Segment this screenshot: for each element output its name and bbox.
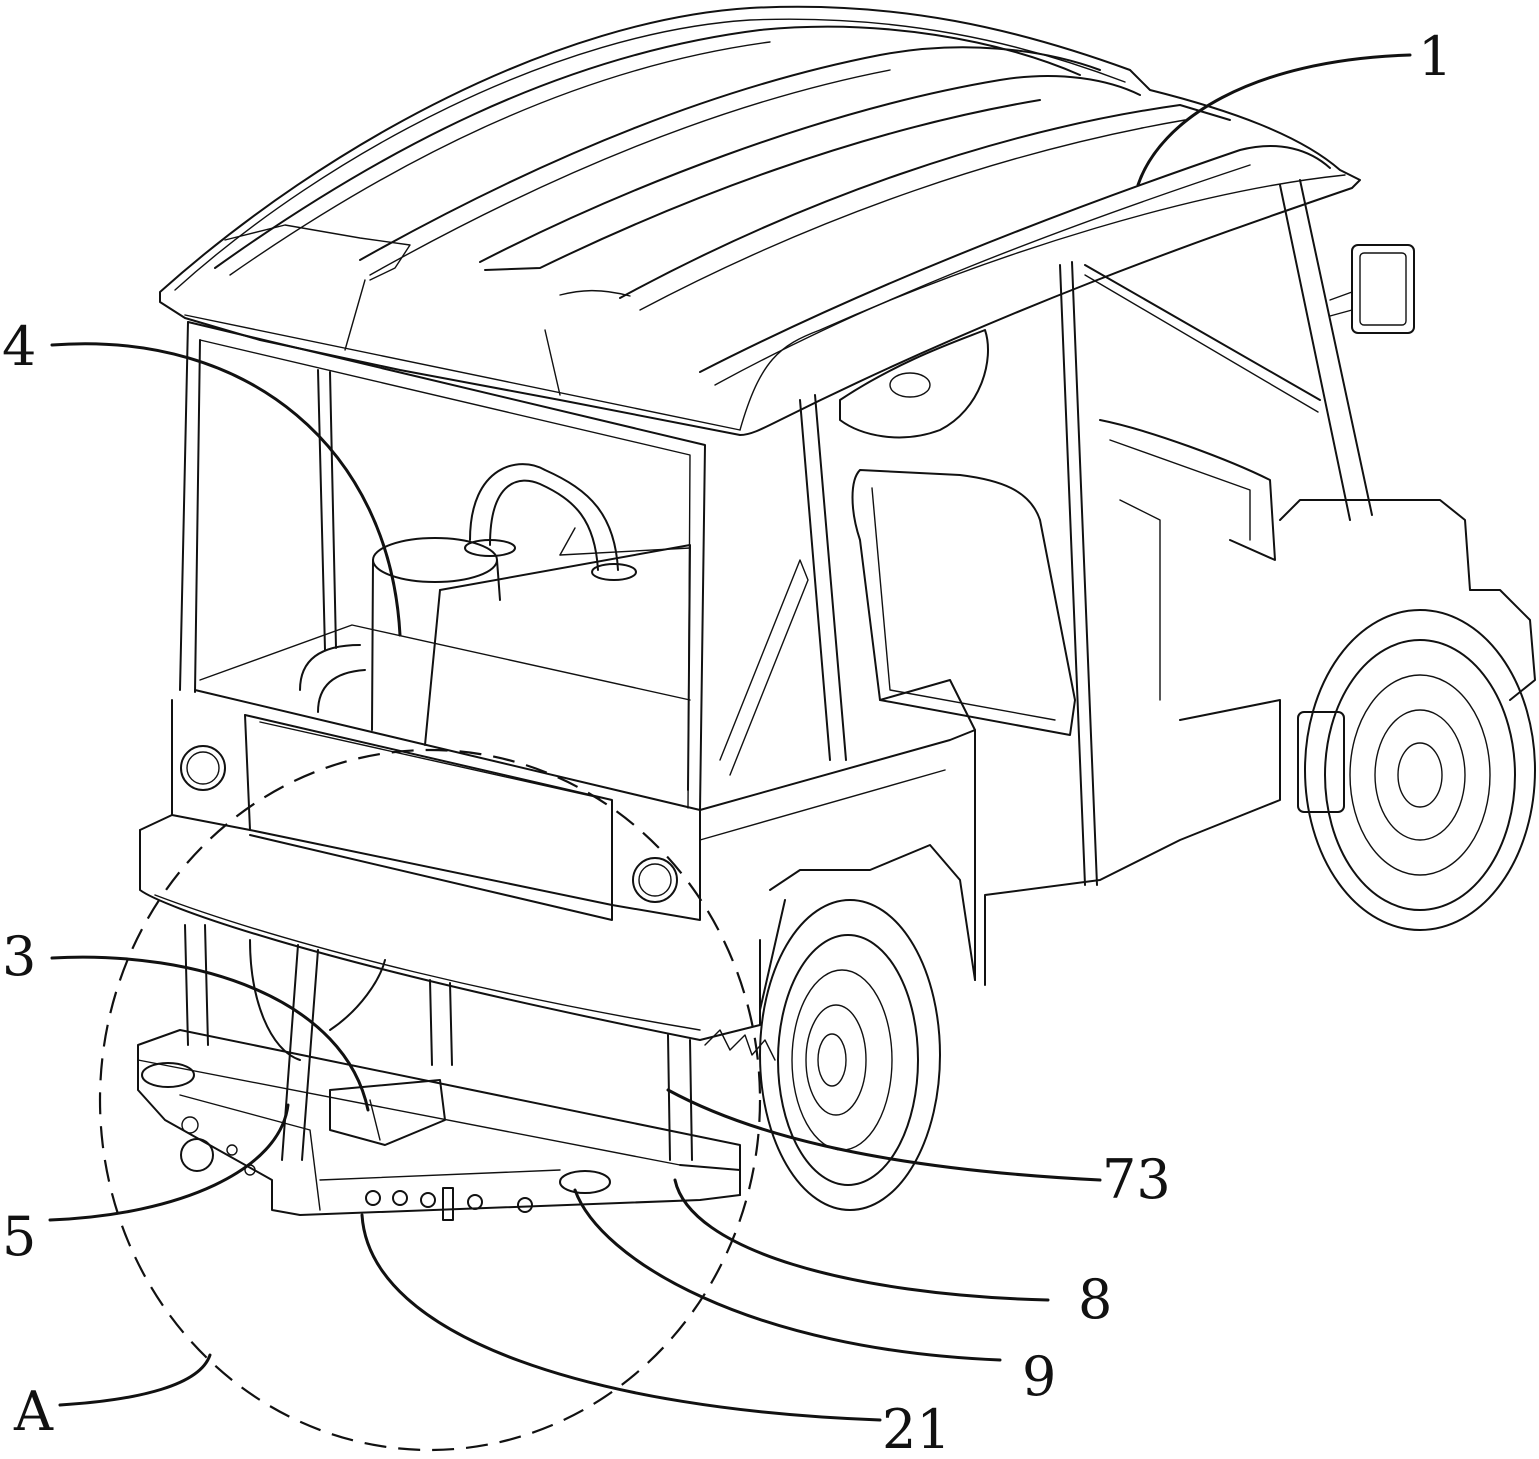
leader-3 bbox=[52, 957, 368, 1110]
cabin-frame bbox=[180, 180, 1372, 885]
roof bbox=[160, 7, 1360, 435]
label-9: 9 bbox=[1022, 1345, 1056, 1408]
label-1: 1 bbox=[1418, 25, 1452, 88]
side-mirror bbox=[1330, 245, 1414, 333]
leader-1 bbox=[1138, 55, 1410, 185]
leader-lines bbox=[50, 55, 1410, 1420]
seat-and-dash bbox=[840, 330, 1280, 985]
leader-8 bbox=[675, 1180, 1048, 1300]
front-wheel bbox=[1280, 500, 1535, 930]
label-4: 4 bbox=[2, 315, 36, 378]
label-5: 5 bbox=[2, 1205, 36, 1268]
label-8: 8 bbox=[1078, 1268, 1112, 1331]
leader-21 bbox=[362, 1215, 880, 1420]
label-73: 73 bbox=[1102, 1148, 1171, 1211]
rear-wheel bbox=[705, 845, 975, 1210]
leader-4 bbox=[52, 344, 400, 635]
hitch-assembly bbox=[138, 925, 740, 1220]
leader-a bbox=[60, 1355, 210, 1405]
label-3: 3 bbox=[2, 925, 36, 988]
leader-9 bbox=[575, 1190, 1000, 1360]
label-a: A bbox=[13, 1380, 54, 1443]
label-21: 21 bbox=[882, 1398, 951, 1459]
